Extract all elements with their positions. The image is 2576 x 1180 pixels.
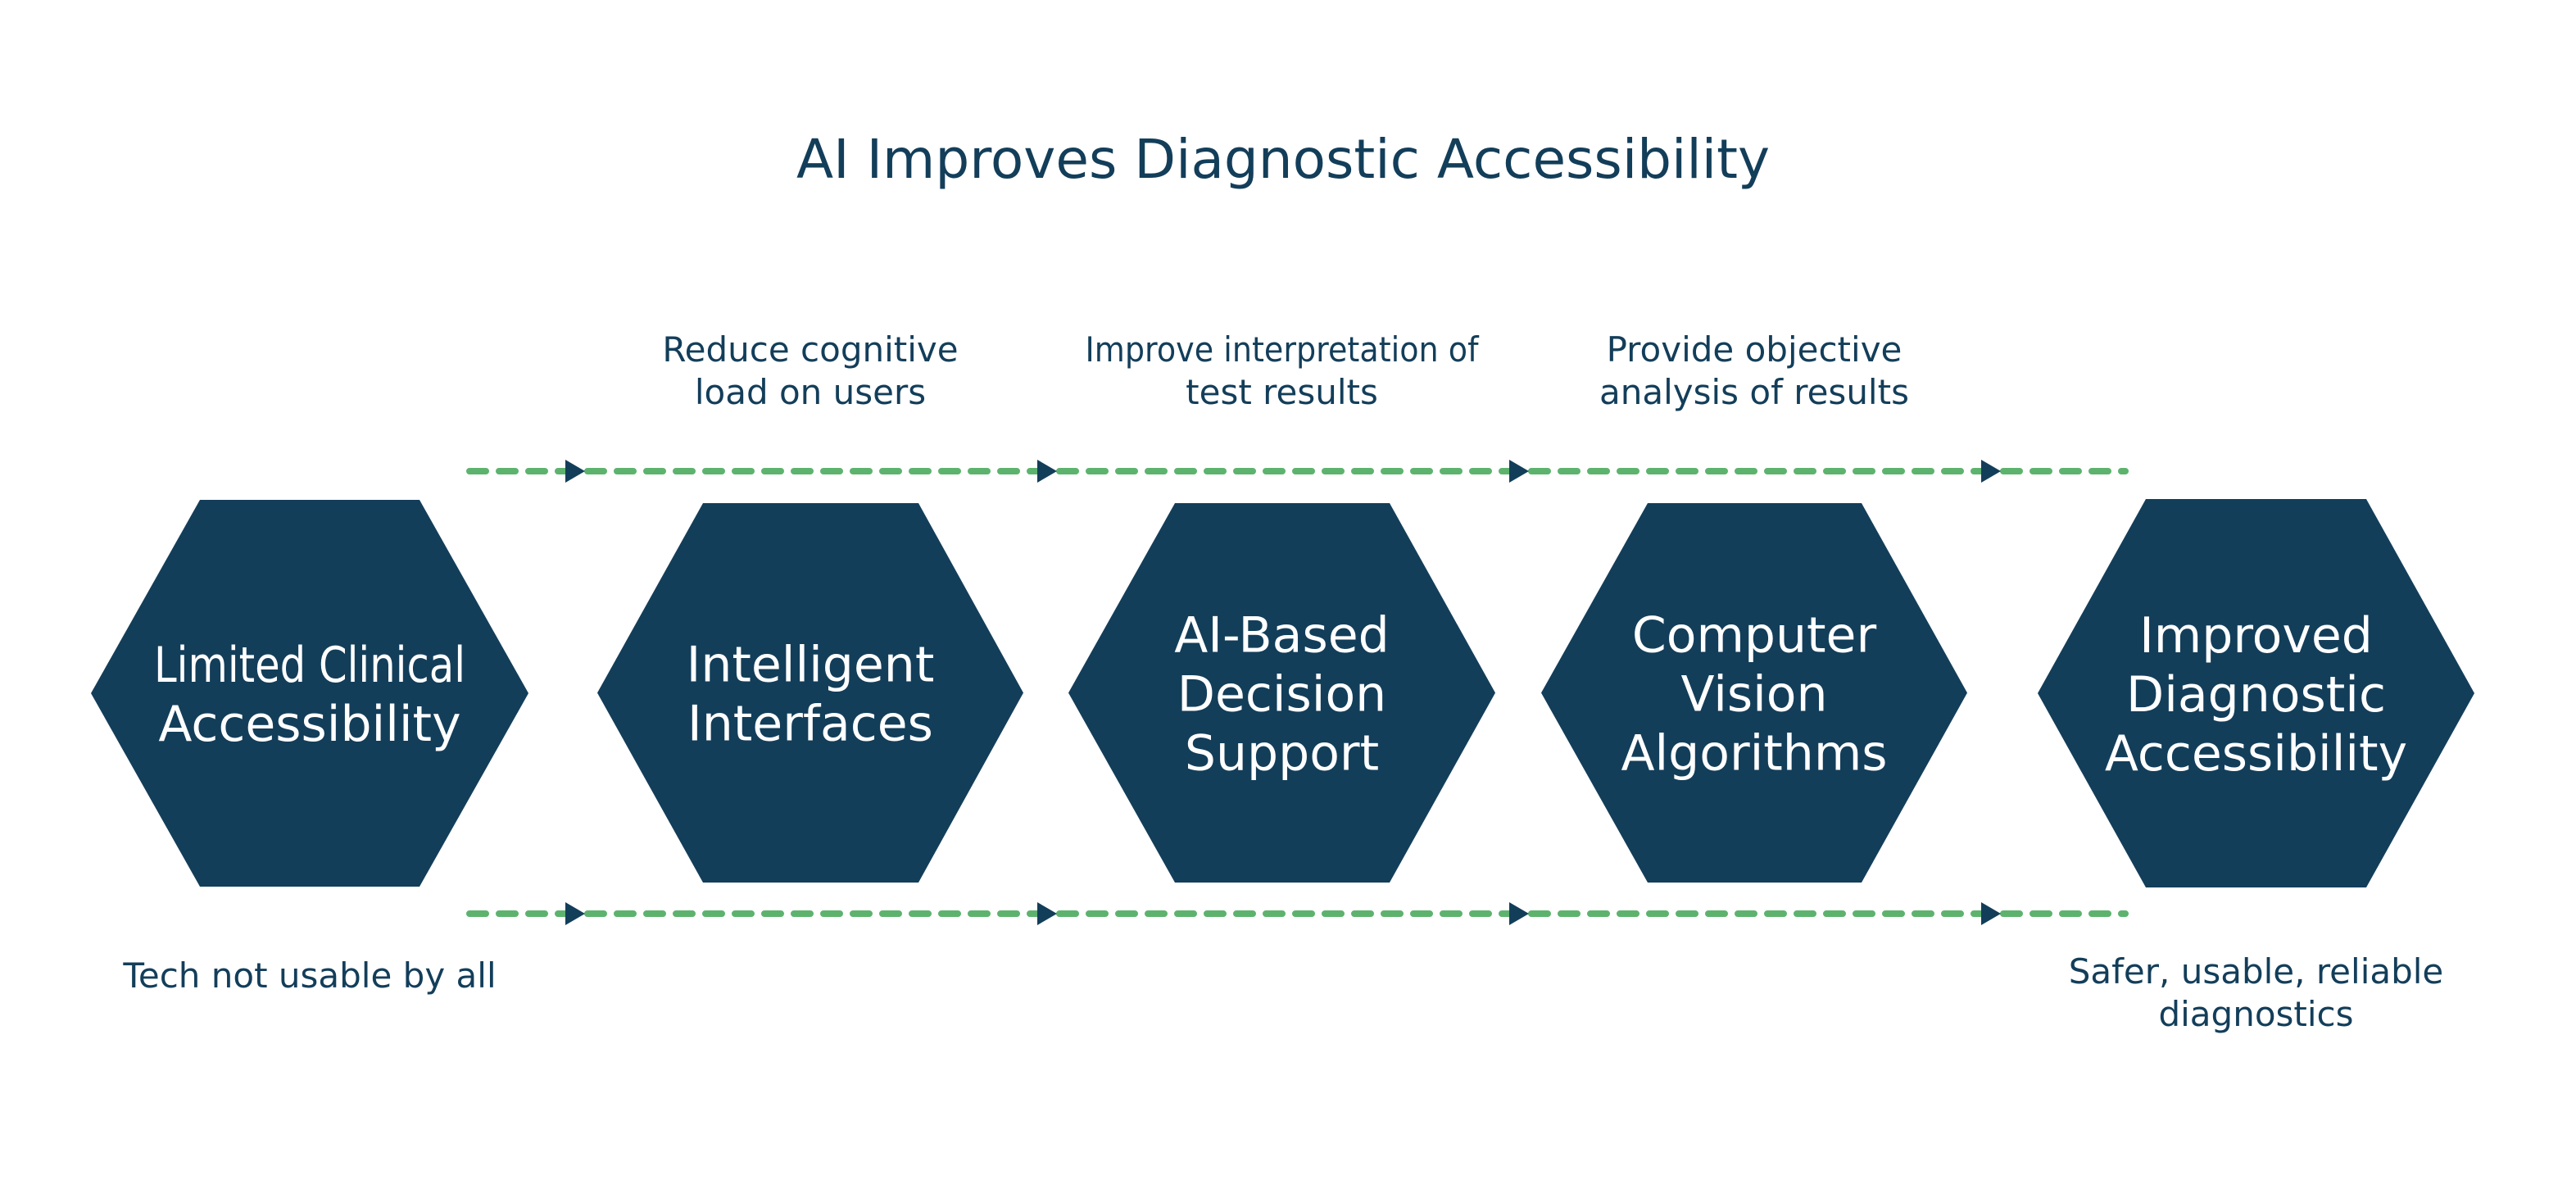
triangle-right-icon [1981,460,2001,483]
triangle-right-icon [1037,460,1057,483]
hexagon-shape [91,500,528,887]
step-label-line: Vision [1680,666,1827,724]
bottom-caption-line: diagnostics [2158,994,2353,1034]
hexagon-shape [597,503,1023,883]
bottom-caption-line: Tech not usable by all [122,955,496,996]
step-label-line: Improved [2139,607,2373,665]
step-label-line: Decision [1177,666,1386,724]
triangle-right-icon [565,902,585,925]
top-caption-line: test results [1186,372,1378,412]
triangle-right-icon [1037,902,1057,925]
step-label-line: Diagnostic [2126,666,2386,724]
step-label-line: Limited Clinical [154,637,465,694]
triangle-right-icon [1981,902,2001,925]
top-caption-line: Improve interpretation of [1086,329,1480,370]
connectors [466,460,2129,925]
process-steps: Limited ClinicalAccessibilityIntelligent… [91,499,2474,887]
bottom-caption: Tech not usable by all [122,955,496,996]
step-label-line: Interfaces [687,696,933,753]
step-label-line: Computer [1632,607,1877,665]
hexagon-shape [1068,503,1495,883]
top-caption-line: analysis of results [1599,372,1909,412]
step-label-line: Support [1185,725,1379,783]
triangle-right-icon [1509,460,1529,483]
step-label-line: Accessibility [158,696,460,753]
step-label-line: Intelligent [687,637,935,694]
hexagon-shape [2038,499,2474,887]
top-caption-line: Provide objective [1607,329,1903,370]
diagram-title: AI Improves Diagnostic Accessibility [796,128,1770,191]
top-caption-line: load on users [695,372,926,412]
triangle-right-icon [565,460,585,483]
triangle-right-icon [1509,902,1529,925]
step-label-line: Accessibility [2105,725,2407,783]
step-label-line: AI-Based [1174,607,1389,665]
step-label-line: Algorithms [1621,725,1887,783]
hexagon-shape [1541,503,1967,883]
bottom-caption-line: Safer, usable, reliable [2069,951,2444,992]
top-caption-line: Reduce cognitive [662,329,958,370]
